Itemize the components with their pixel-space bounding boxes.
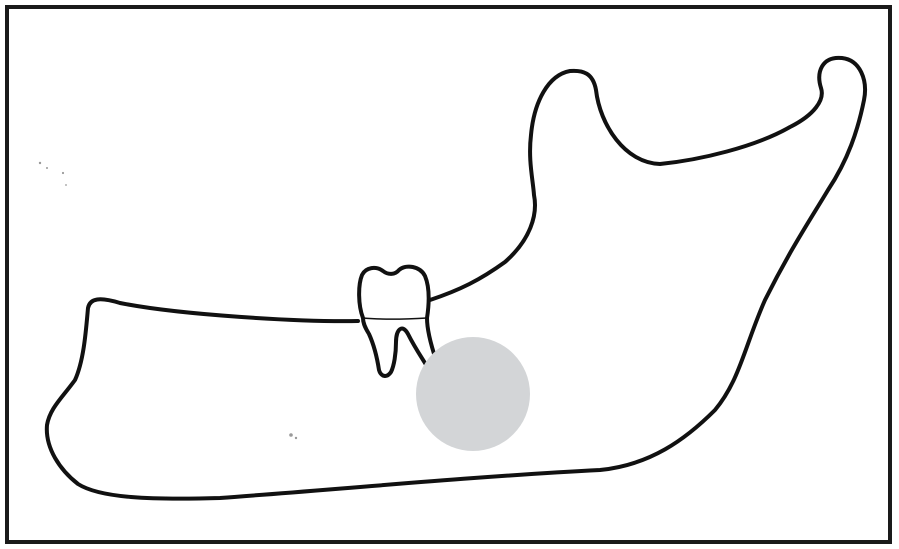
image-border [7,7,890,542]
scan-specks [39,162,297,439]
radiolucent-lesion [416,337,530,451]
molar-tooth [359,267,436,376]
